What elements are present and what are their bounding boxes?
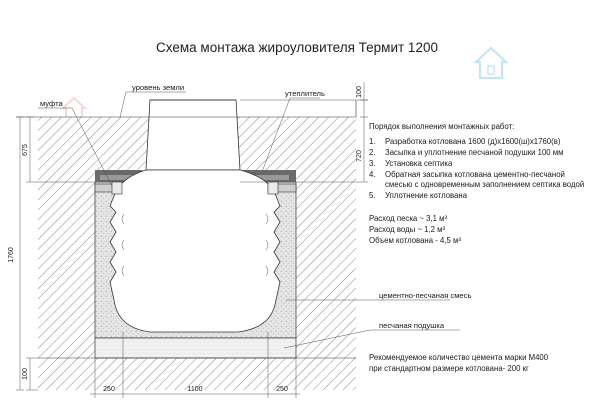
dim-720: 720 <box>356 150 363 162</box>
svg-text:Разработка котлована 1600 (д)х: Разработка котлована 1600 (д)х1600(ш)х17… <box>385 137 561 146</box>
dim-100-top: 100 <box>356 86 363 98</box>
svg-text:цементно-песчаная смесь: цементно-песчаная смесь <box>379 291 471 300</box>
svg-text:3.: 3. <box>369 159 376 168</box>
dim-250-right: 250 <box>276 386 288 393</box>
svg-text:Обратная засыпка котлована цем: Обратная засыпка котлована цементно-песч… <box>385 170 565 179</box>
dim-675: 675 <box>22 144 29 156</box>
house-watermark-icon-left <box>60 96 88 119</box>
svg-text:2.: 2. <box>369 148 376 157</box>
svg-text:Уплотнение котлована: Уплотнение котлована <box>385 191 468 200</box>
dimension-left: 1760 675 100 <box>8 116 95 391</box>
svg-text:песчаная подушка: песчаная подушка <box>379 321 445 330</box>
house-watermark-icon <box>473 46 509 80</box>
svg-text:Расход песка ~ 3,1 м³: Расход песка ~ 3,1 м³ <box>369 214 447 223</box>
label-coupling: муфта <box>38 99 113 187</box>
coupling-pipe-left <box>94 181 123 195</box>
svg-text:Рекомендуемое количество цемен: Рекомендуемое количество цемента марки М… <box>369 353 549 362</box>
procedure-heading: Порядок выполнения монтажных работ: <box>369 122 514 131</box>
dim-250-left: 250 <box>103 386 115 393</box>
svg-text:муфта: муфта <box>40 99 63 108</box>
svg-text:1.: 1. <box>369 137 376 146</box>
svg-text:5.: 5. <box>369 191 376 200</box>
svg-text:уровень земли: уровень земли <box>132 83 184 92</box>
dimension-bottom: 250 1100 250 <box>90 332 300 398</box>
cement-note: Рекомендуемое количество цемента марки М… <box>369 353 549 373</box>
dimension-right: 100 720 <box>240 82 368 183</box>
dim-100-left: 100 <box>22 368 29 380</box>
svg-text:Расход воды ~ 1,2 м³: Расход воды ~ 1,2 м³ <box>369 225 445 234</box>
svg-text:смесью с одновременным заполне: смесью с одновременным заполнением септи… <box>385 180 584 189</box>
grease-trap-tank <box>109 99 281 333</box>
coupling-pipe-right <box>267 181 297 195</box>
sand-cushion <box>94 337 297 359</box>
svg-text:Объем котлована - 4,5 м³: Объем котлована - 4,5 м³ <box>369 236 461 245</box>
svg-text:утеплитель: утеплитель <box>285 89 325 98</box>
svg-text:при стандартном размере котлов: при стандартном размере котлована- 200 к… <box>369 364 529 373</box>
label-ground-level: уровень земли <box>119 83 186 118</box>
label-sand-cushion: песчаная подушка <box>283 321 460 349</box>
svg-text:Установка септика: Установка септика <box>385 159 453 168</box>
svg-text:Засыпка и уплотнение песчаной: Засыпка и уплотнение песчаной подушки 10… <box>385 148 564 157</box>
procedure-block: Порядок выполнения монтажных работ: 1. Р… <box>369 122 584 200</box>
diagram-title: Схема монтажа жироуловителя Термит 1200 <box>156 40 438 55</box>
svg-text:4.: 4. <box>369 170 376 179</box>
dim-1760: 1760 <box>8 247 15 263</box>
dim-1100: 1100 <box>187 386 202 393</box>
label-cement-sand-mix: цементно-песчаная смесь <box>286 291 471 301</box>
label-insulation: утеплитель <box>261 89 325 173</box>
materials-block: Расход песка ~ 3,1 м³ Расход воды ~ 1,2 … <box>369 214 461 245</box>
